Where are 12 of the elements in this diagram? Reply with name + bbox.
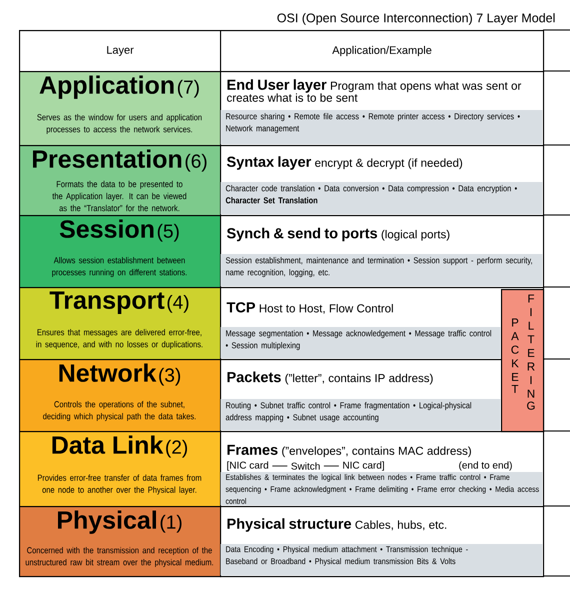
example-cell: Syntax layer encrypt & decrypt (if needed) Character code translation • Data conversion • Data compression • Data encryption • Character Set Translation	[220, 145, 544, 216]
layer-cell: Application (7) Serves as the window for users and application processes to access the network services.	[19, 71, 222, 146]
example-cell: Physical structure Cables, hubs, etc. Data Encoding • Physical medium attachment • Transmission technique - Baseband or Broadband • Physical medium transmission Bits & Volts	[220, 506, 544, 578]
example-cell: End User layer Program that opens what was sent or creates what is to be sent Resource sharing • Remote file access • Remote printer access • Directory services • Network management	[220, 71, 544, 146]
layer-cell: Physical (1) Concerned with the transmission and reception of the unstructured raw bit stream over the physical medium.	[19, 506, 222, 578]
example-cell: Frames (”envelopes”, contains MAC address) [NIC card Switch NIC card] (end to end) Establishes & terminates the logical link between nodes • Frame traffic control • Frame sequencing • Frame acknowledgment • Frame delimiting • Frame error checking • Media access control	[220, 431, 544, 508]
layer-cell: Transport(4) Ensures that messages are delivered error-free, in sequence, and with no losses or duplications.	[19, 287, 222, 360]
header-cell: Layer	[19, 30, 222, 72]
example-cell: Synch & send to ports (logical ports) Session establishment, maintenance and termination • Session support - perform security, name recognition, logging, etc.	[220, 215, 544, 288]
header-cell: Application/Example	[220, 30, 544, 72]
title: OSI (Open Source Interconnection) 7 Layer Model	[277, 13, 555, 25]
packet-filtering-band: PACKET FILTERING	[501, 289, 544, 432]
